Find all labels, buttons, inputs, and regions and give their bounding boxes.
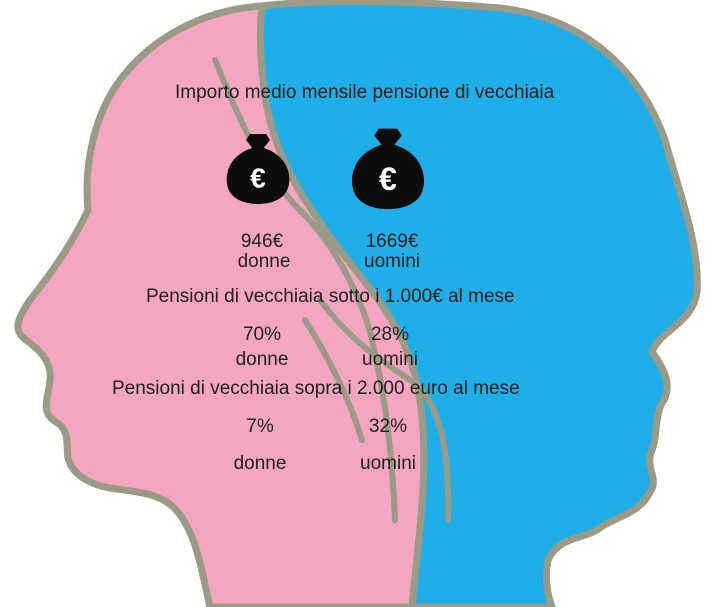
euro-money-bag-icon: € (226, 134, 290, 204)
svg-text:€: € (250, 162, 266, 193)
women-under-1000-label: donne (235, 349, 289, 370)
men-avg-pension-label: uomini (364, 251, 420, 272)
under-1000-heading: Pensioni di vecchiaia sotto i 1.000€ al … (146, 286, 515, 307)
women-avg-pension-value: 946€ (240, 231, 284, 252)
euro-money-bag-icon: € (351, 128, 425, 210)
svg-text:€: € (379, 161, 397, 197)
over-2000-heading: Pensioni di vecchiaia sopra i 2.000 euro… (112, 378, 520, 399)
infographic-title: Importo medio mensile pensione di vecchi… (175, 82, 555, 103)
men-under-1000-label: uomini (362, 349, 418, 370)
men-under-1000-value: 28% (370, 324, 410, 345)
inner-curve-lower (302, 317, 365, 443)
women-over-2000-value: 7% (246, 416, 274, 437)
women-avg-pension-label: donne (237, 251, 291, 272)
men-over-2000-label: uomini (360, 453, 416, 474)
women-head-silhouette (14, 2, 428, 607)
women-under-1000-value: 70% (242, 324, 282, 345)
inner-curve-right (317, 297, 452, 523)
women-over-2000-label: donne (233, 453, 287, 474)
men-over-2000-value: 32% (368, 416, 408, 437)
men-avg-pension-value: 1669€ (365, 231, 419, 252)
